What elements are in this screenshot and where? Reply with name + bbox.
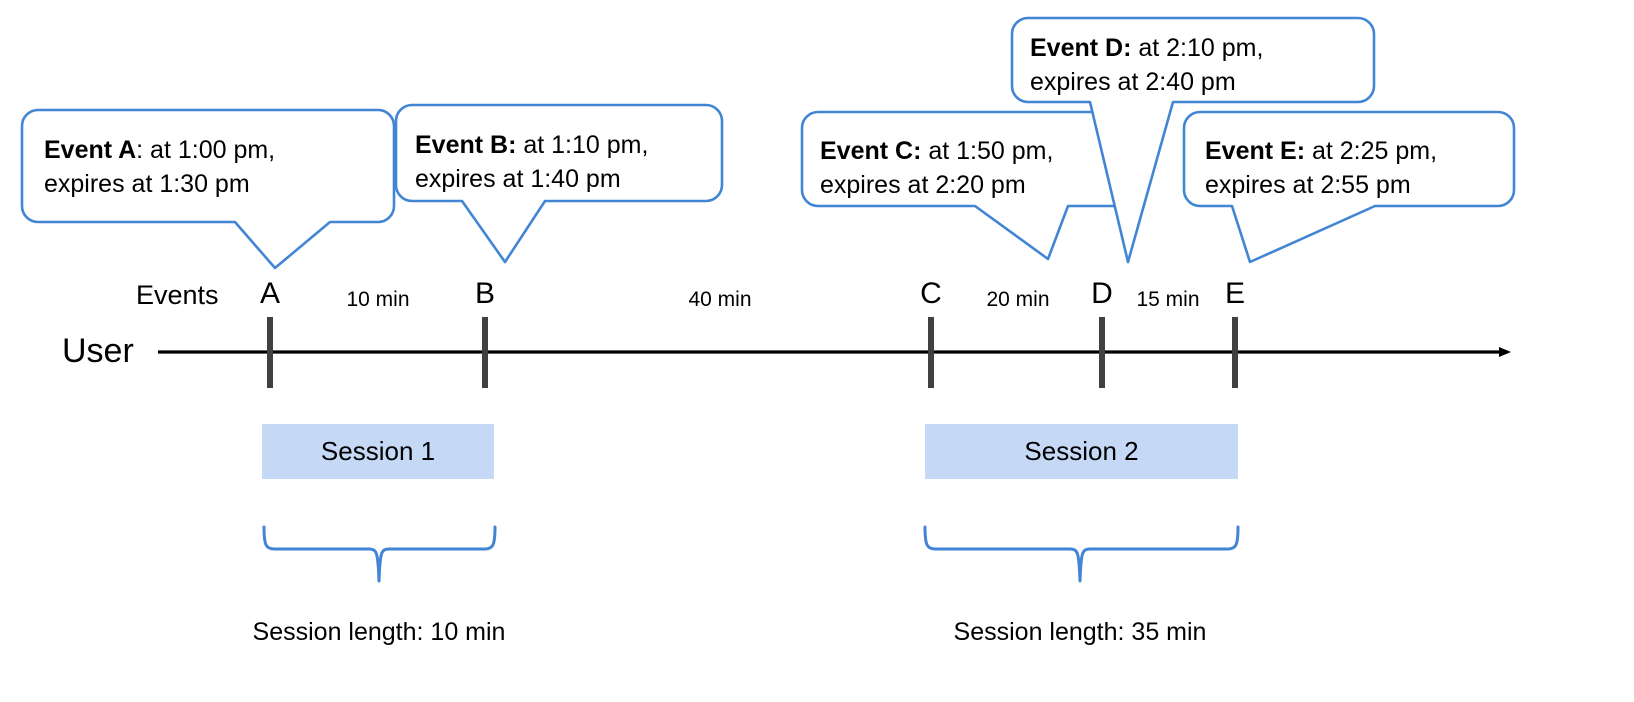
session-brace-2 [923,525,1240,583]
event-letter-c: C [920,277,942,310]
session-length-caption-1: Session length: 10 min [252,618,506,646]
event-letter-b: B [474,277,495,310]
callout-bubble-event-b [394,103,724,264]
callout-bubble-event-a [20,108,396,270]
gap-label-c-d: 20 min [986,288,1050,311]
event-letter-e: E [1224,277,1245,310]
callout-bubble-event-d [1010,16,1376,264]
session-box-2: Session 2 [925,424,1238,479]
gap-label-a-b: 10 min [346,288,410,311]
callout-bubble-event-e [1182,110,1516,264]
axis-row-label-user: User [62,332,134,370]
event-letter-d: D [1091,277,1113,310]
gap-label-b-c: 40 min [688,288,752,311]
session-brace-1 [262,525,497,583]
events-label: Events [136,280,219,310]
gap-label-d-e: 15 min [1136,288,1200,311]
session-box-1: Session 1 [262,424,494,479]
event-letter-a: A [259,277,280,310]
session-length-caption-2: Session length: 35 min [953,618,1207,646]
callout-bubble-event-c [800,110,1138,261]
